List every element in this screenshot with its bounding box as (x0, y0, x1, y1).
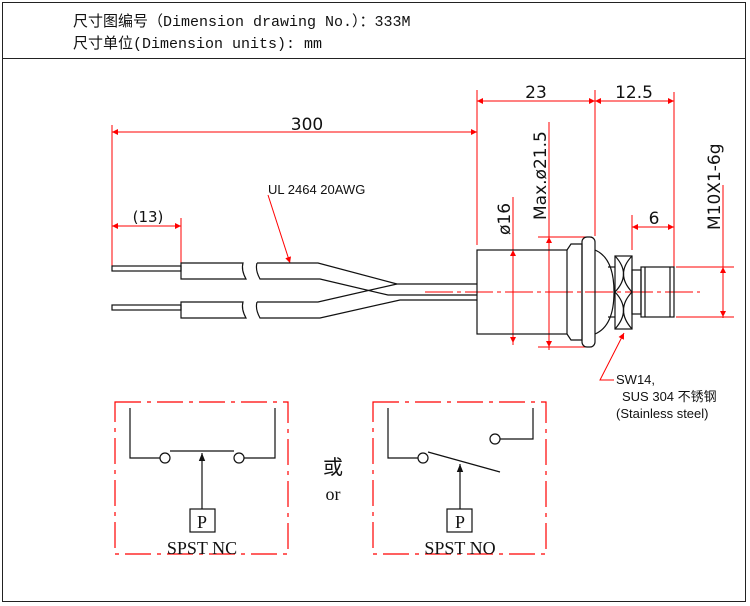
bare-wire-bottom (111, 304, 182, 311)
cable-spec-label: UL 2464 20AWG (268, 182, 365, 197)
dim-thread-label: M10X1-6g (705, 143, 725, 230)
wire-top-right (255, 262, 477, 296)
header-divider (2, 58, 746, 59)
drawing-number: 尺寸图编号（Dimension drawing No.）：333M (73, 14, 411, 31)
nc-contact-right (233, 452, 245, 464)
body-cylinder (476, 249, 568, 335)
no-boundary (372, 401, 547, 555)
dome (594, 249, 615, 335)
nut-note-line3: (Stainless steel) (616, 406, 708, 421)
schematic-nc: P SPST NC (114, 401, 289, 558)
no-contact-right (489, 433, 501, 445)
dim-13-label: (13) (133, 208, 164, 226)
nc-pressure-symbol: P (197, 512, 207, 532)
or-separator-cn: 或 (323, 456, 343, 479)
nc-pressure-box (189, 508, 216, 533)
dim-d16-label: ø16 (495, 203, 515, 235)
nut-note-line1: SW14, (616, 372, 655, 387)
flange (581, 236, 596, 348)
thread-stud (640, 266, 675, 318)
bare-wire-top (111, 265, 182, 272)
cable-leader (267, 194, 292, 264)
nc-label: SPST NC (167, 538, 237, 558)
dim-6-label: 6 (649, 209, 660, 229)
nut-leader (599, 332, 625, 381)
dim-d21-5-label: Max.ø21.5 (531, 131, 551, 220)
no-pressure-symbol: P (455, 512, 465, 532)
switch-body (476, 236, 675, 348)
no-contact-left (417, 452, 429, 464)
dim-23-label: 23 (525, 83, 547, 103)
dimension-lines (111, 90, 734, 381)
nc-boundary (114, 401, 289, 555)
nut-note-line2: SUS 304 不锈钢 (622, 389, 717, 404)
dimension-units: 尺寸单位(Dimension units): mm (73, 36, 323, 53)
insulated-wire-bottom-left (180, 301, 248, 319)
or-separator-en: or (326, 484, 341, 504)
dim-12-5-label: 12.5 (615, 83, 653, 103)
nc-contact-left (159, 452, 171, 464)
cable-drawing (111, 262, 477, 319)
insulated-wire-top-left (180, 262, 248, 280)
schematic-no: P SPST NO (372, 401, 547, 558)
no-label: SPST NO (424, 538, 495, 558)
dim-300-label: 300 (291, 115, 323, 135)
no-pressure-box (446, 508, 473, 533)
